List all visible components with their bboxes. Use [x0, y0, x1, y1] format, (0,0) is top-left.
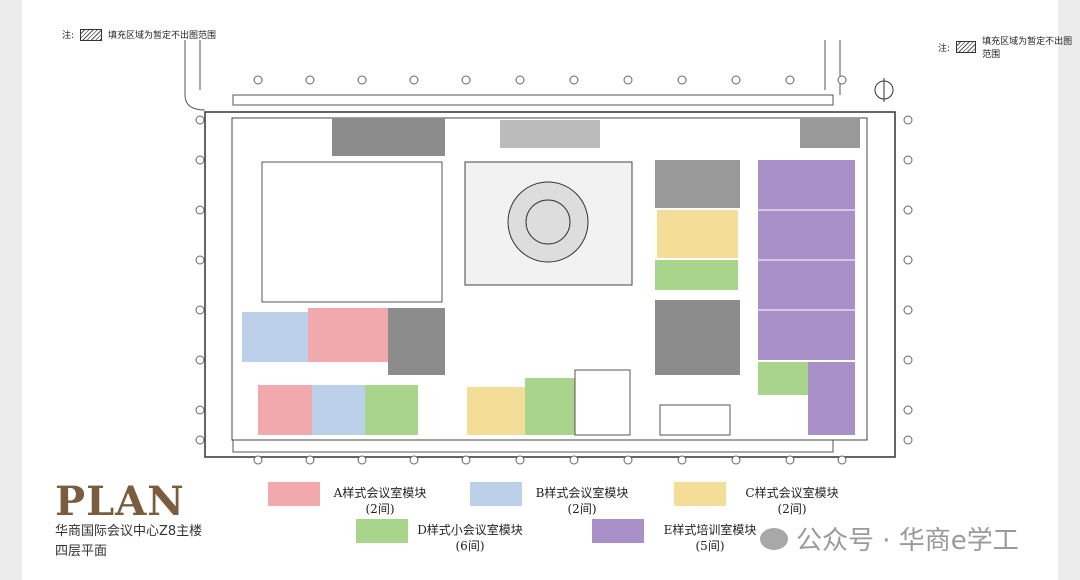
legend-d: D样式小会议室模块(6间) — [417, 523, 523, 553]
room-south-east — [659, 404, 731, 436]
axis-bubble — [623, 455, 633, 465]
axis-bubble — [731, 75, 741, 85]
axis-bubble — [253, 75, 263, 85]
room-a-1 — [308, 308, 388, 362]
stair-core-north — [332, 118, 445, 156]
room-boardroom — [574, 369, 631, 436]
axis-bubble — [461, 75, 471, 85]
note-prefix: 注: — [62, 31, 75, 41]
axis-bubble — [195, 205, 205, 215]
legend-swatch-d — [356, 519, 408, 543]
axis-bubble — [903, 405, 913, 415]
axis-bubble — [253, 455, 263, 465]
axis-bubble — [305, 75, 315, 85]
hatch-swatch-icon — [80, 28, 103, 41]
room-d-1 — [365, 385, 418, 435]
axis-bubble — [677, 75, 687, 85]
room-c-2 — [657, 210, 738, 258]
wechat-icon — [760, 527, 788, 550]
axis-bubble — [305, 455, 315, 465]
legend-a: A样式会议室模块(2间) — [333, 486, 427, 516]
axis-bubble — [903, 255, 913, 265]
note-prefix: 注: — [938, 43, 951, 54]
axis-bubble — [837, 75, 847, 85]
axis-bubble — [731, 455, 741, 465]
floor-name: 四层平面 — [55, 544, 108, 559]
axis-bubble — [569, 75, 579, 85]
note-left: 注: 填充区域为暂定不出图范围 — [62, 28, 216, 41]
drawing-sheet — [22, 0, 1058, 580]
axis-bubble — [409, 455, 419, 465]
room-d-2 — [525, 378, 575, 435]
top-axis-band — [232, 94, 834, 106]
axis-bubble — [903, 115, 913, 125]
axis-bubble — [785, 75, 795, 85]
road-curve-left — [184, 40, 206, 111]
axis-bubble — [357, 455, 367, 465]
hatch-swatch-icon — [956, 41, 977, 53]
note-text: 填充区域为暂定不出图范围 — [982, 37, 1073, 60]
axis-bubble — [677, 455, 687, 465]
axis-bubble — [903, 305, 913, 315]
note-right: 注: 填充区域为暂定不出图范围 — [938, 34, 1080, 60]
plan-title: PLAN — [55, 478, 185, 525]
note-text: 填充区域为暂定不出图范围 — [108, 31, 217, 41]
axis-bubble — [195, 255, 205, 265]
axis-bubble — [195, 435, 205, 445]
axis-bubble — [837, 455, 847, 465]
legend-c: C样式会议室模块(2间) — [745, 486, 839, 516]
axis-bubble — [195, 155, 205, 165]
axis-bubble — [461, 455, 471, 465]
legend-swatch-b — [470, 482, 522, 506]
axis-bubble — [903, 205, 913, 215]
axis-bubble — [409, 75, 419, 85]
stair-core-west — [388, 308, 445, 375]
stair-core-east — [655, 300, 740, 375]
building-name: 华商国际会议中心Z8主楼 — [55, 524, 203, 539]
axis-bubble — [195, 115, 205, 125]
axis-bubble — [195, 305, 205, 315]
room-b-1 — [242, 312, 308, 362]
axis-bubble — [515, 75, 525, 85]
room-b-2 — [312, 385, 365, 435]
bottom-axis-band — [232, 439, 834, 453]
axis-bubble — [903, 155, 913, 165]
legend-e: E样式培训室模块(5间) — [663, 523, 757, 553]
room-a-2 — [258, 385, 312, 435]
axis-bubble — [195, 355, 205, 365]
stair-northeast-corner — [800, 118, 860, 148]
axis-bubble — [623, 75, 633, 85]
watermark: 公众号 · 华商e学工 — [760, 520, 1019, 557]
axis-bubble — [195, 405, 205, 415]
atrium-dome — [507, 181, 589, 263]
axis-bubble — [569, 455, 579, 465]
inner-wall — [231, 117, 868, 441]
stair-north-center — [500, 120, 600, 148]
legend-swatch-c — [674, 482, 726, 506]
legend-swatch-a — [268, 482, 320, 506]
banquet-hall — [261, 161, 443, 303]
room-e-2 — [808, 362, 855, 435]
building-outline — [204, 111, 896, 458]
room-c-1 — [467, 387, 525, 435]
legend-swatch-e — [592, 519, 644, 543]
axis-bubble — [903, 435, 913, 445]
axis-bubble — [515, 455, 525, 465]
axis-bubble — [357, 75, 367, 85]
axis-bubble — [903, 355, 913, 365]
watermark-text: 公众号 · 华商e学工 — [796, 526, 1019, 556]
stair-core-northeast — [655, 160, 740, 208]
room-d-4 — [758, 362, 808, 395]
room-d-3 — [655, 260, 738, 290]
legend-b: B样式会议室模块(2间) — [535, 486, 629, 516]
axis-bubble — [785, 455, 795, 465]
